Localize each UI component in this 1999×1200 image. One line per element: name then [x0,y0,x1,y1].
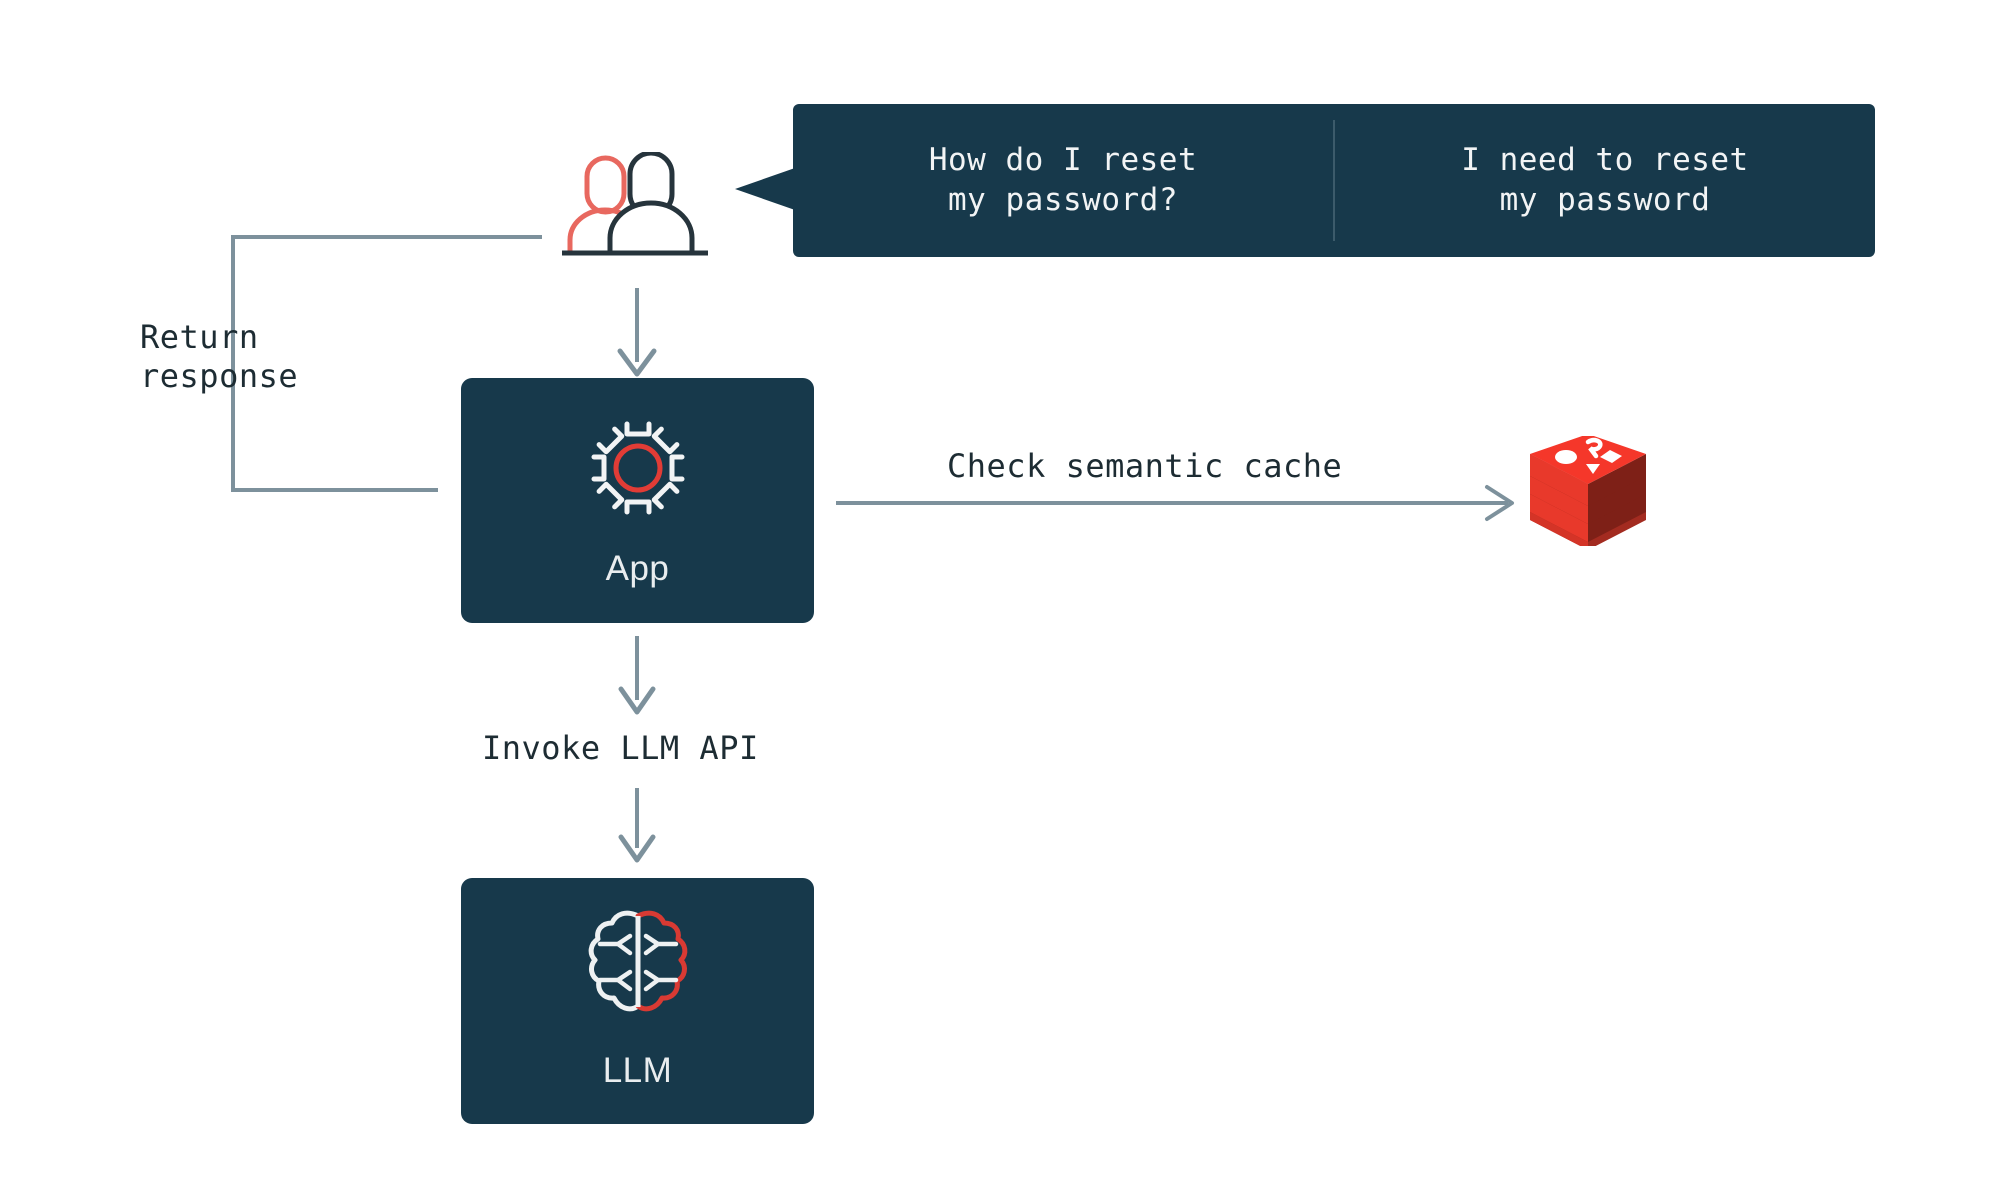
node-card-app[interactable]: App [461,378,814,623]
card-label-app: App [605,549,670,588]
redis-cube-icon [1528,434,1648,551]
edge-label-invoke-llm-api: Invoke LLM API [482,729,759,767]
card-label-llm: LLM [602,1051,673,1090]
prompt-divider [1333,120,1335,241]
edge-invoke-label-to-llm [618,788,656,863]
edge-return-response [231,235,542,492]
speech-bubble: How do I reset my password? I need to re… [793,104,1875,257]
edge-label-check-semantic-cache: Check semantic cache [947,447,1343,485]
prompt-variant-1: How do I reset my password? [928,141,1198,218]
edge-users-to-app [617,288,657,377]
speech-bubble-tail [735,168,795,210]
edge-label-return-response: Return response [140,318,299,396]
node-card-llm[interactable]: LLM [461,878,814,1124]
edge-app-to-invoke-label [618,636,656,715]
edge-check-semantic-cache [836,485,1514,521]
gear-icon [582,412,694,529]
prompt-variant-2: I need to reset my password [1461,141,1749,218]
users-icon [560,150,710,267]
brain-icon [578,906,698,1027]
